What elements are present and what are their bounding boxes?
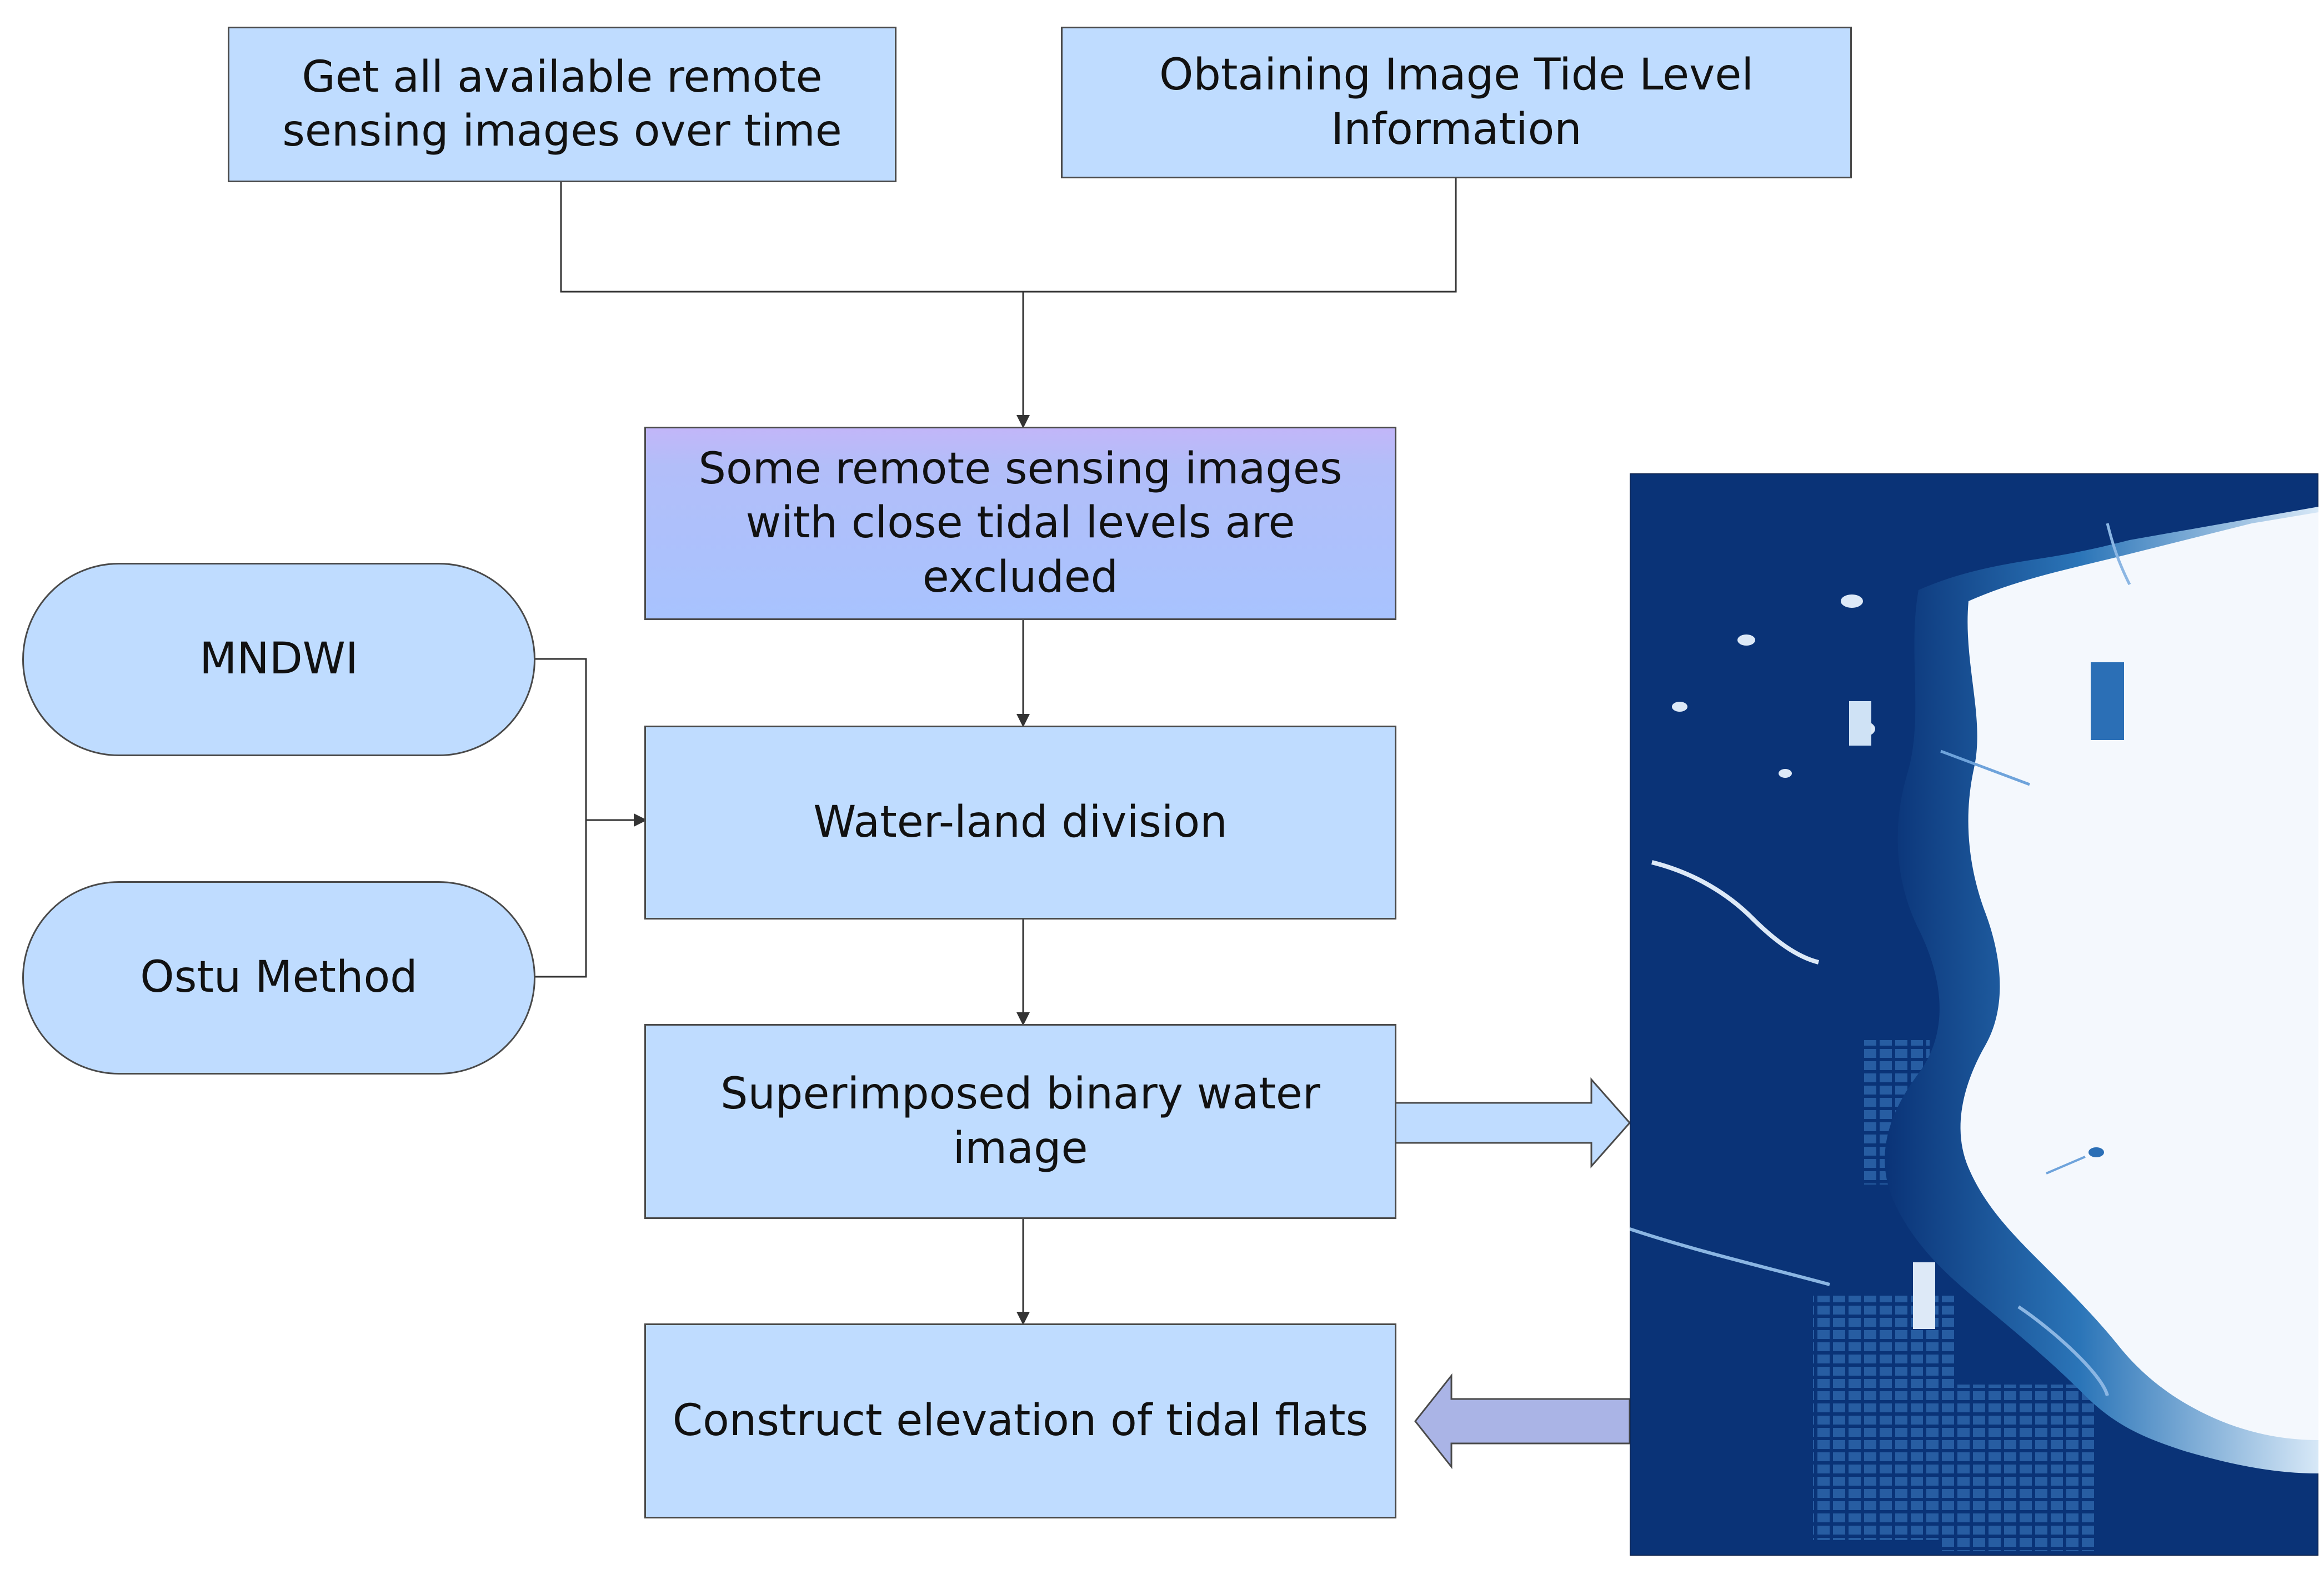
map-sea <box>1960 512 2318 1440</box>
map-lake <box>1672 702 1687 712</box>
map-pier <box>1940 749 2030 786</box>
map-river <box>1630 1227 1830 1286</box>
connector-tide-info <box>1023 178 1457 293</box>
get-images-box: Get all available remote sensing images … <box>228 27 896 182</box>
map-lake <box>1913 1262 1935 1329</box>
block-arrow-to-construct <box>1414 1373 1631 1470</box>
connector-get-images <box>560 181 1023 293</box>
ostu-method-label: Ostu Method <box>140 952 418 1003</box>
tide-info-box: Obtaining Image Tide Level Information <box>1061 27 1852 178</box>
connector-mndwi <box>534 658 587 820</box>
map-lake <box>1841 594 1863 608</box>
water-land-box: Water-land division <box>644 726 1396 920</box>
exclude-label: Some remote sensing images with close ti… <box>698 443 1343 602</box>
map-lake <box>1849 701 1871 746</box>
mndwi-node: MNDWI <box>22 563 535 756</box>
superimposed-label: Superimposed binary water image <box>720 1069 1320 1173</box>
map-lake <box>2088 1147 2104 1157</box>
connector-ostu <box>534 820 587 978</box>
map-lake <box>2091 662 2124 740</box>
map-pier <box>2046 1156 2086 1175</box>
map-lake <box>1737 634 1755 646</box>
get-images-label: Get all available remote sensing images … <box>282 52 842 157</box>
construct-label: Construct elevation of tidal flats <box>672 1395 1369 1446</box>
water-land-label: Water-land division <box>813 797 1228 847</box>
map-river <box>1651 860 1819 965</box>
block-arrow-to-map <box>1394 1077 1631 1168</box>
map-river <box>2017 1305 2109 1396</box>
map-field-patch <box>1813 1296 1957 1540</box>
mndwi-label: MNDWI <box>199 634 358 684</box>
tide-info-label: Obtaining Image Tide Level Information <box>1159 50 1754 154</box>
map-lake <box>1779 769 1792 778</box>
map-field-patch <box>1941 1385 2096 1551</box>
superimposed-box: Superimposed binary water image <box>644 1024 1396 1219</box>
map-river <box>2106 523 2131 586</box>
construct-box: Construct elevation of tidal flats <box>644 1323 1396 1518</box>
binary-water-frequency-map-icon <box>1630 473 2318 1556</box>
exclude-box: Some remote sensing images with close ti… <box>644 427 1396 620</box>
ostu-method-node: Ostu Method <box>22 881 535 1075</box>
